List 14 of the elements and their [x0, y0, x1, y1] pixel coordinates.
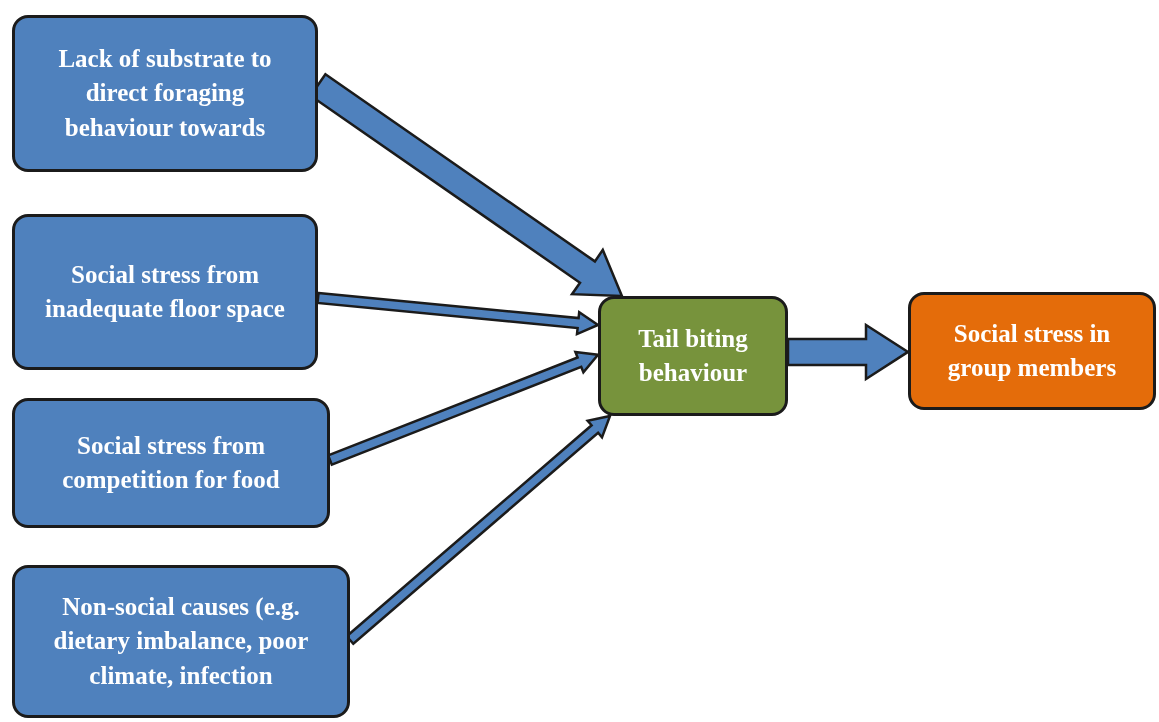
box-text: Lack of substrate to direct foraging behaviour towards [57, 43, 273, 143]
process-box [908, 292, 1156, 410]
block-arrow [316, 291, 601, 337]
box-text: Non-social causes (e.g. dietary imbalance, poor climate, infection [52, 591, 310, 691]
process-box [12, 15, 318, 172]
process-box [12, 214, 318, 370]
box-text: Social stress in group members [946, 318, 1118, 383]
box-text: Social stress from inadequate floor space [44, 259, 286, 324]
process-box [12, 398, 330, 528]
box-text: Tail biting behaviour [637, 323, 749, 388]
process-box [598, 296, 788, 416]
box-text: Social stress from competition for food [61, 430, 281, 495]
process-box [12, 565, 350, 718]
block-arrow [786, 322, 911, 382]
